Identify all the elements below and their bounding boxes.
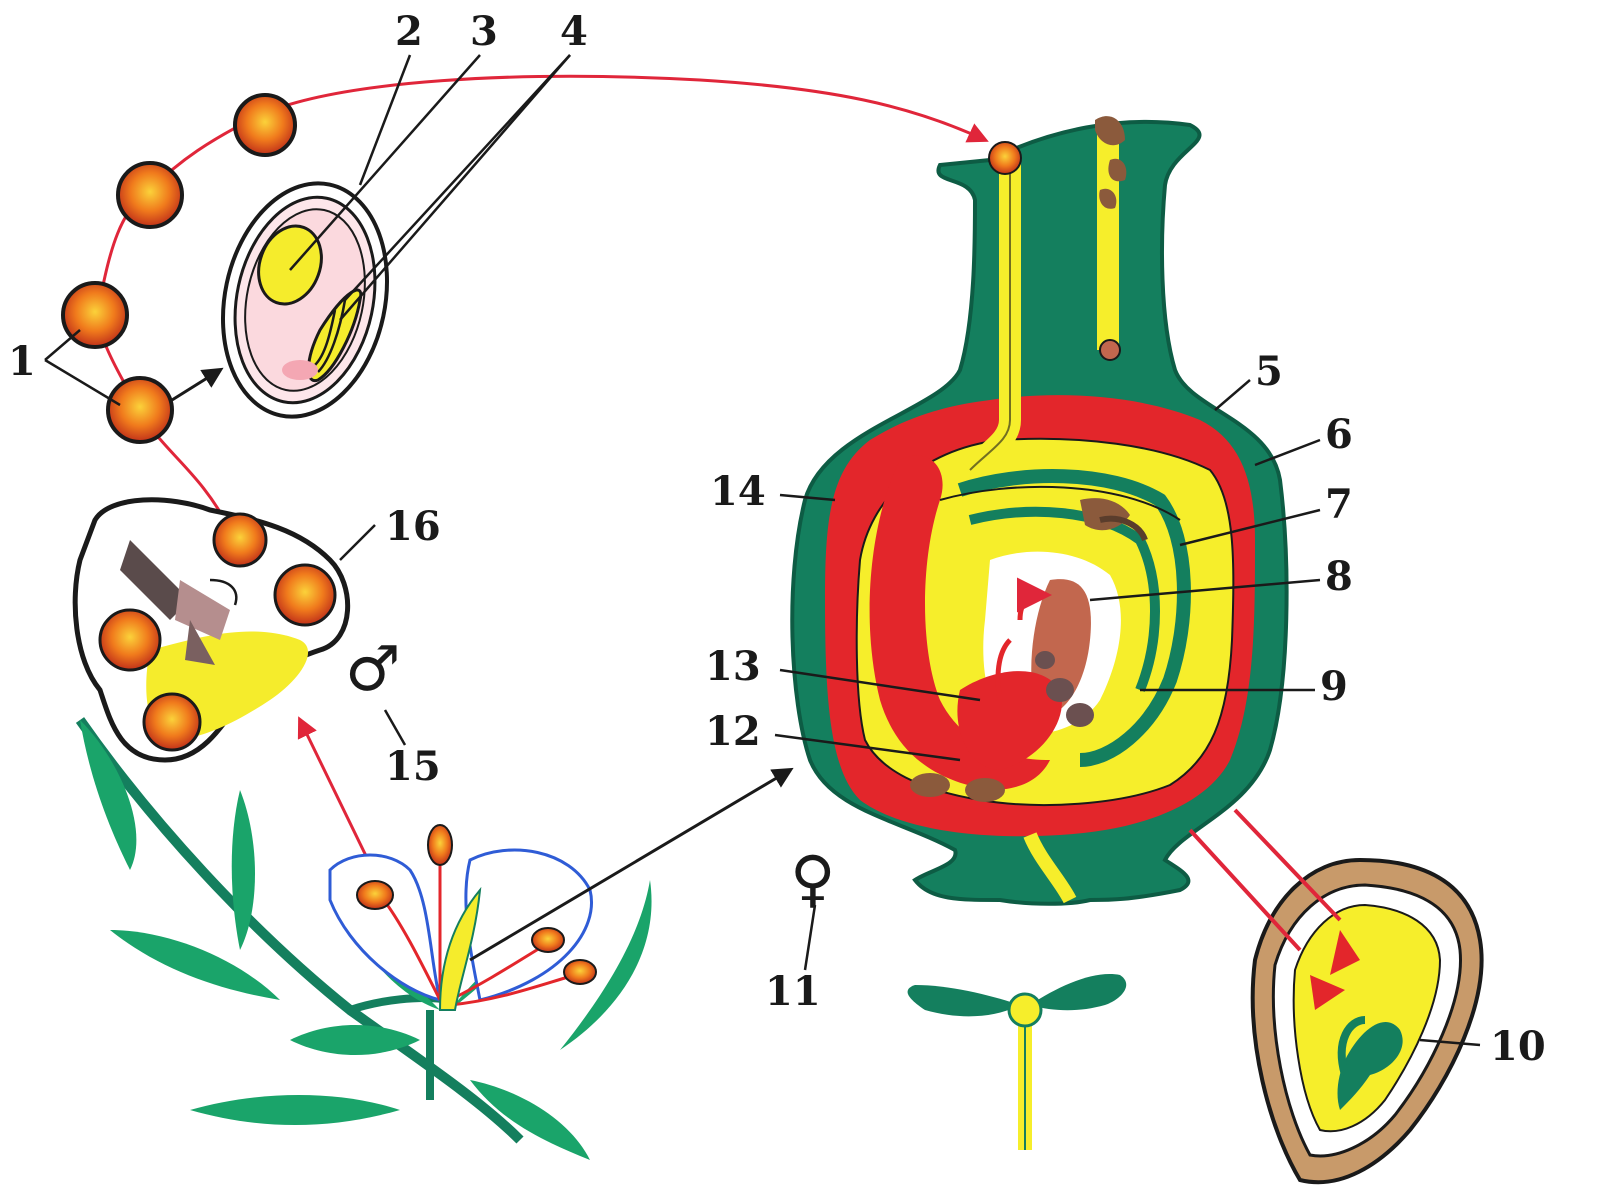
label-9: 9 [1320,663,1348,710]
label-12: 12 [705,708,761,755]
label-16: 16 [385,503,441,550]
anther [72,497,351,763]
leaf [290,1025,420,1055]
label-5: 5 [1255,348,1283,395]
female-symbol: ♀ [790,842,835,915]
male-symbol: ♂ [345,632,401,705]
label-2: 2 [395,8,423,55]
pistil-ovary-section [790,116,1289,906]
pollen-grain [116,161,184,229]
pollen-grain-detail [220,181,390,419]
pollen-grain [233,93,297,157]
pollen-grain [106,376,174,444]
label-3: 3 [470,8,498,55]
flowering-plant [75,717,652,1160]
pollen-grains [61,93,297,444]
label-13: 13 [705,643,761,690]
labels: 1 2 3 4 5 6 7 8 9 10 11 12 13 14 15 16 ♂… [8,8,1546,1070]
vegetative-nucleus [257,224,323,306]
anther-pollen [98,608,162,672]
cotyledon [907,985,1020,1017]
anther-pollen [273,563,337,627]
stigma-pollen [988,141,1022,175]
seed [1250,857,1484,1185]
leaf [231,790,255,950]
label-7: 7 [1325,481,1353,528]
label-6: 6 [1325,411,1353,458]
leaf [560,880,652,1050]
label-14: 14 [710,468,766,515]
leaf [470,1080,590,1160]
label-15: 15 [385,743,441,790]
label-10: 10 [1490,1023,1546,1070]
leaf [110,930,280,1000]
label-1: 1 [8,338,36,385]
zoom-arrow-ovule [469,767,794,962]
cotyledon [1030,974,1127,1011]
zoom-arrow [171,367,224,402]
label-8: 8 [1325,553,1353,600]
anther-pollen [212,512,268,568]
leaf [80,720,137,870]
anther-pollen [142,692,202,752]
label-11: 11 [765,968,821,1015]
seedling [907,974,1127,1150]
embryo [1337,1021,1403,1110]
leaf [190,1095,400,1125]
label-4: 4 [560,8,588,55]
